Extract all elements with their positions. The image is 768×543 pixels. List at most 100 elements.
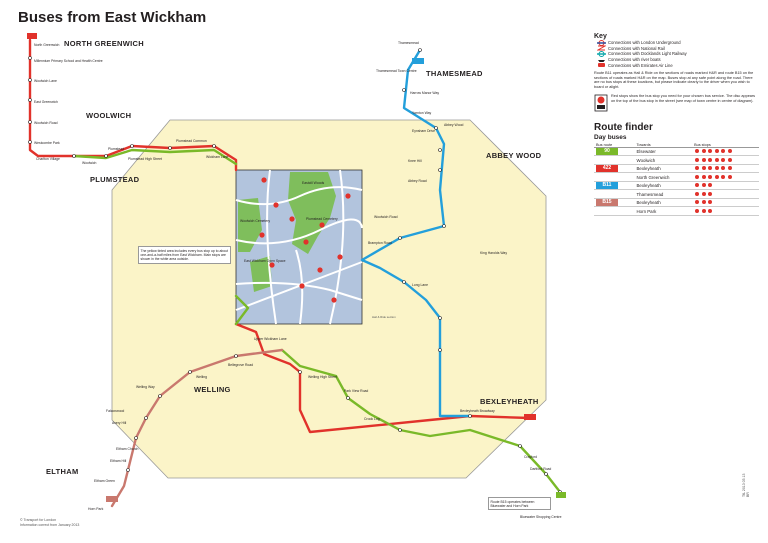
area-label-abbey-wood: ABBEY WOOD: [486, 151, 542, 160]
route-badge-b15-south: [106, 496, 118, 502]
stop-label: Abbey Road: [408, 179, 427, 183]
key-item: Connections with river boats: [594, 57, 759, 63]
stop-letter-icon: [713, 165, 720, 172]
route-cell: [594, 206, 635, 216]
column-header: Bus stops: [692, 142, 759, 148]
stop-letter-icon: [700, 165, 707, 172]
info-date: Information correct from January 2013: [20, 522, 80, 527]
column-header: Bus route: [594, 142, 635, 148]
stop-letter-icon: [700, 173, 707, 180]
stop-letter-icon: [727, 156, 734, 163]
stop-letter-icon: [727, 165, 734, 172]
stop-label: Long Lane: [412, 283, 428, 287]
route-finder-row: Thamesmead: [594, 189, 759, 199]
stop-letter-icon: [700, 156, 707, 163]
route-finder-row: B11 Bexleyheath: [594, 181, 759, 191]
stop-label: Yarnton Way: [412, 111, 432, 115]
street-label-woolwich-cemetery: Woolwich Cemetery: [240, 219, 270, 223]
route-badge-422-north: [27, 33, 37, 39]
key-item: Connections with Emirates Air Line: [594, 62, 759, 68]
bus-stops-cell: [692, 181, 759, 191]
stop-letter-icon: [700, 199, 707, 206]
stop-letter-icon: [694, 165, 701, 172]
stop-letter-icon: [713, 173, 720, 180]
emirates-air-line-icon: [594, 62, 608, 68]
bus-stops-cell: [692, 147, 759, 157]
stop-label: Westcombe Park: [34, 141, 60, 145]
bus-stops-cell: [692, 189, 759, 199]
stop-letter-icon: [713, 156, 720, 163]
area-label-woolwich: WOOLWICH: [86, 111, 131, 120]
bus-stops-cell: [692, 172, 759, 182]
route-finder-row: 90 Elsewater: [594, 147, 759, 157]
route-finder-row: North Greenwich: [594, 172, 759, 182]
route-422-line: [28, 38, 532, 434]
route-badge: 90: [596, 148, 618, 156]
towards-cell: Horn Park: [634, 206, 693, 216]
stop-label: Eynsham Drive: [412, 129, 435, 133]
route-cell: B11: [594, 181, 635, 191]
national-rail-icon: [594, 45, 608, 51]
route-cell: 90: [594, 147, 635, 157]
stop-label: Bexleyheath Broadway: [460, 409, 495, 413]
route-badge: B15: [596, 199, 618, 207]
key-heading: Key: [594, 33, 607, 40]
stop-letter-icon: [694, 173, 701, 180]
towards-cell: Bexleyheath: [634, 181, 693, 191]
stop-label: Woolwich Lane: [34, 79, 57, 83]
stop-letter-icon: [720, 156, 727, 163]
towards-cell: Elsewater: [634, 147, 693, 157]
stop-label: Eltham Green: [94, 479, 115, 483]
stop-label: Plumstead High Street: [128, 157, 162, 161]
stop-label: Eltham Hill: [110, 459, 126, 463]
stop-label: Welling: [196, 375, 207, 379]
stop-label: East Greenwich: [34, 100, 58, 104]
zone-note: The yellow tinted area includes every bu…: [138, 246, 231, 264]
key-item: Connections with London Underground: [594, 39, 759, 46]
stop-letter-icon: [707, 182, 714, 189]
stop-label: Wickham Lane: [206, 155, 229, 159]
area-label-welling: WELLING: [194, 385, 231, 394]
stop-letter-icon: [720, 148, 727, 155]
stop-label: Avery Hill: [112, 421, 127, 425]
stop-letter-icon: [707, 173, 714, 180]
page-title: Buses from East Wickham: [18, 9, 207, 26]
stop-label: Brampton Road: [368, 241, 392, 245]
stop-label: Woolwich: [82, 161, 97, 165]
stop-label: Park View Road: [344, 389, 368, 393]
stop-letter-icon: [694, 199, 701, 206]
stop-label: Woolwich Road: [34, 121, 58, 125]
stop-label: North Greenwich: [34, 43, 60, 47]
stop-letter-icon: [707, 199, 714, 206]
hail-ride-note: Route B11 operates as Hail & Ride on the…: [594, 70, 754, 89]
stop-note: Red stops show the bus stop you need for…: [594, 94, 759, 114]
bluewater-callout: Route B15 operates between Bluewater and…: [488, 497, 551, 511]
stop-letter-icon: [694, 190, 701, 197]
stop-letter-icon: [720, 165, 727, 172]
route-badge-b11-north: [412, 58, 424, 64]
bus-stop-icon: [594, 94, 608, 114]
stop-label: Bluewater Shopping Centre: [520, 515, 562, 519]
route-cell: [594, 155, 635, 165]
route-cell: [594, 172, 635, 182]
stop-letter-icon: [727, 173, 734, 180]
area-label-thamesmead: THAMESMEAD: [426, 69, 483, 78]
stop-letter-icon: [694, 182, 701, 189]
stop-label: Eltham Church: [116, 447, 139, 451]
route-badge-422-east: [524, 414, 536, 420]
street-label-plumstead-cemetery: Plumstead Cemetery: [306, 217, 338, 221]
stop-letter-icon: [694, 148, 701, 155]
route-badge: B11: [596, 182, 618, 190]
stop-label: Thamesmead Town Centre: [376, 69, 417, 73]
route-finder-row: Woolwich: [594, 155, 759, 165]
stop-label: Upper Wickham Lane: [254, 337, 287, 341]
route-finder-row: Horn Park: [594, 206, 759, 216]
route-finder-heading: Route finder: [594, 121, 653, 133]
column-header: Towards: [634, 142, 693, 148]
area-label-bexleyheath: BEXLEYHEATH: [480, 397, 539, 406]
towards-cell: Woolwich: [634, 155, 693, 165]
street-label-eastcill-woods: Eastcill Woods: [302, 181, 324, 185]
hail-ride-label: Hail & Ride section: [372, 315, 396, 319]
